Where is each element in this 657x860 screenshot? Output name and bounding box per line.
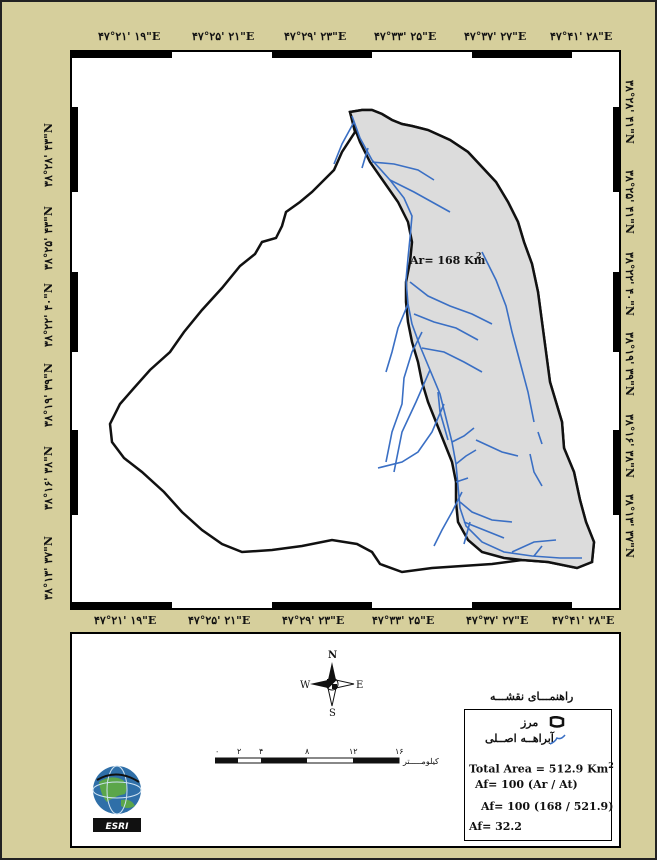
bottom-coord-2: ۴۷°۲۵' ۲۱"E [188, 614, 251, 627]
legend-boundary-label: مرز [521, 716, 539, 729]
scale-tick-2: ۲ [237, 747, 241, 756]
stream-icon [549, 734, 566, 745]
legend-title: راهنمـــای نقشـــه [490, 690, 574, 703]
bottom-coord-5: ۴۷°۳۷' ۲۷"E [466, 614, 529, 627]
compass-n: N [328, 650, 337, 661]
area-label-sup: 2 [476, 250, 482, 260]
total-area-sup: 2 [608, 760, 614, 770]
scale-tick-4: ۴ [259, 747, 263, 756]
total-area-text: Total Area = 512.9 Km [469, 762, 609, 776]
bottom-coord-6: ۴۷°۴۱' ۲۸"E [552, 614, 615, 627]
top-coord-4: ۴۷°۳۳' ۲۵"E [374, 30, 437, 43]
top-coord-6: ۴۷°۴۱' ۲۸"E [550, 30, 613, 43]
legend-panel: N S E W ۰ ۲ ۴ ۸ ۱۲ ۱۶ [70, 632, 621, 848]
af-result: Af= 32.2 [469, 820, 522, 833]
bottom-coord-1: ۴۷°۲۱' ۱۹"E [94, 614, 157, 627]
top-coord-1: ۴۷°۲۱' ۱۹"E [98, 30, 161, 43]
right-coord-3: ۳۸°۲۲' ۴۰"N [623, 252, 636, 316]
compass-w: W [300, 680, 311, 691]
left-coord-4: ۳۸°۱۹' ۳۹"N [42, 363, 55, 427]
right-coord-5: ۳۸°۱۶' ۳۸"N [623, 414, 636, 478]
esri-text: ESRI [106, 822, 130, 832]
left-coord-6: ۳۸°۱۳' ۳۷"N [42, 536, 55, 600]
top-coord-5: ۴۷°۳۷' ۲۷"E [464, 30, 527, 43]
scale-tick-16: ۱۶ [395, 747, 404, 756]
boundary-icon [549, 716, 565, 728]
compass-e: E [356, 680, 363, 691]
bottom-coord-3: ۴۷°۲۹' ۲۳"E [282, 614, 345, 627]
scale-tick-0: ۰ [215, 747, 219, 756]
legend-box: مرز آبراهــه اصــلی Total Area = 512.9 K… [464, 709, 614, 841]
scale-bar: ۰ ۲ ۴ ۸ ۱۲ ۱۶ کیلومـــــتر [214, 746, 455, 780]
scale-tick-8: ۸ [305, 747, 310, 756]
top-coord-3: ۴۷°۲۹' ۲۳"E [284, 30, 347, 43]
scale-unit: کیلومـــــتر [402, 757, 439, 766]
left-coord-5: ۳۸°۱۶' ۳۸"N [42, 446, 55, 510]
right-coord-2: ۳۸°۲۵' ۴۱"N [623, 170, 636, 234]
right-coord-4: ۳۸°۱۹' ۳۹"N [623, 332, 636, 396]
legend-stream-label: آبراهــه اصــلی [485, 732, 554, 745]
compass-rose: N S E W [300, 648, 364, 722]
left-coord-3: ۳۸°۲۲' ۴۰"N [42, 283, 55, 347]
north-arrow-icon: N S E W [300, 650, 363, 719]
area-label: Ar= 168 Km [409, 254, 486, 267]
right-coord-1: ۳۸°۲۸' ۴۱"N [623, 80, 636, 144]
compass-s: S [329, 708, 336, 718]
bottom-coord-4: ۴۷°۳۳' ۲۵"E [372, 614, 435, 627]
top-coord-2: ۴۷°۲۵' ۲۱"E [192, 30, 255, 43]
globe-icon: ESRI [92, 765, 142, 832]
left-coord-2: ۳۸°۲۵' ۴۳"N [42, 206, 55, 270]
scale-tick-12: ۱۲ [349, 747, 358, 756]
total-area: Total Area = 512.9 Km2 [469, 760, 614, 776]
map-canvas: Ar= 168 Km 2 [72, 52, 619, 608]
right-coord-6: ۳۸°۱۳' ۳۷"N [623, 494, 636, 558]
af-computation: Af= 100 (168 / 521.9) [481, 800, 614, 813]
stream-network [333, 115, 582, 559]
af-formula: Af= 100 (Ar / At) [475, 778, 578, 791]
scale-bar-graphic: ۰ ۲ ۴ ۸ ۱۲ ۱۶ کیلومـــــتر [214, 747, 439, 766]
esri-logo: ESRI [87, 762, 147, 834]
left-coord-1: ۳۸°۲۸' ۴۳"N [42, 123, 55, 187]
map-frame: Ar= 168 Km 2 [70, 50, 621, 610]
neatline-ticks [72, 52, 619, 608]
